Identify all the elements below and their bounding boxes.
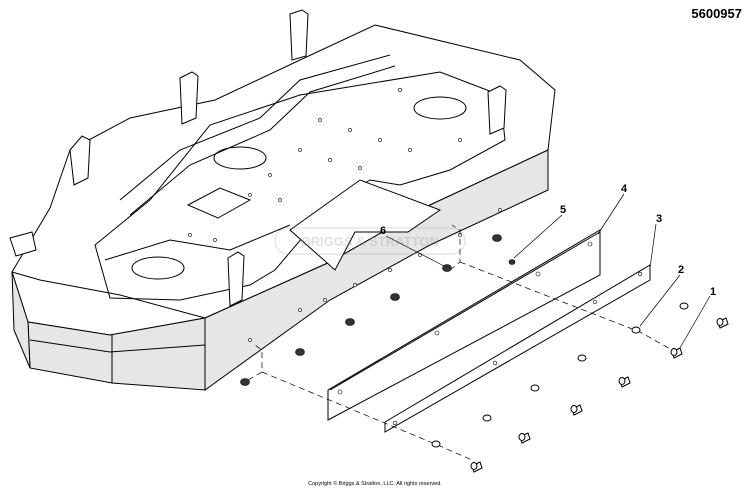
leader-lines: [385, 193, 711, 349]
callout-3: 3: [656, 213, 662, 225]
callout-2: 2: [678, 264, 684, 276]
mower-deck: [9, 9, 556, 391]
nuts: [240, 234, 502, 386]
callout-4: 4: [621, 183, 628, 195]
callouts: 1 2 3 4 5 6: [380, 183, 716, 298]
document-id: 5600957: [691, 6, 742, 21]
washers: [431, 259, 689, 448]
callout-1: 1: [710, 286, 716, 298]
bolts: [470, 317, 729, 473]
deck-holes: [188, 88, 502, 342]
watermark-text: BRIGGS & STRATTON: [301, 234, 438, 249]
callout-5: 5: [560, 204, 566, 216]
assembly-lines: [247, 224, 673, 461]
copyright-notice: Copyright © Briggs & Stratton, LLC. All …: [308, 481, 442, 487]
callout-6: 6: [380, 225, 386, 237]
baffle-plate: [327, 229, 601, 421]
baffle-strip: [384, 264, 651, 433]
